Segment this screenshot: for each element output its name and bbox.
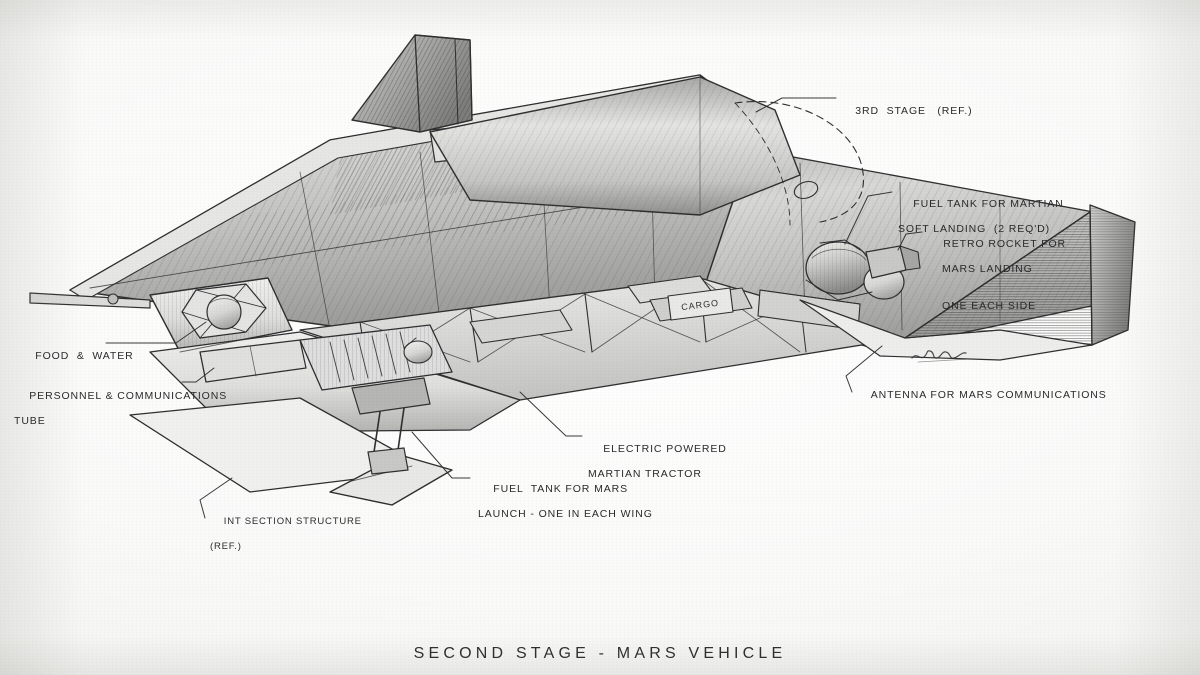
callout-leader-lines	[105, 97, 923, 519]
personnel-communications-tube	[199, 339, 307, 383]
artist-signature	[911, 350, 971, 363]
callout-antenna-line1: ANTENNA FOR MARS COMMUNICATIONS	[870, 388, 1107, 401]
callout-personnel-tube: PERSONNEL & COMMUNICATIONS TUBE	[14, 377, 227, 452]
callout-personnel-tube-line1: PERSONNEL & COMMUNICATIONS	[29, 389, 228, 402]
callout-retro-rocket-line3: ONE EACH SIDE	[942, 300, 1036, 312]
callout-personnel-tube-line2: TUBE	[14, 414, 46, 427]
port-wing-fuel-tank	[403, 337, 433, 364]
callout-int-section-line1: INT SECTION STRUCTURE	[223, 515, 362, 527]
callout-antenna: ANTENNA FOR MARS COMMUNICATIONS	[856, 376, 1107, 414]
callout-martian-tractor-line2: MARTIAN TRACTOR	[588, 467, 702, 480]
callout-fuel-tank-launch-line2: LAUNCH - ONE IN EACH WING	[478, 507, 653, 520]
callout-fuel-tank-launch: FUEL TANK FOR MARS LAUNCH - ONE IN EACH …	[478, 470, 653, 545]
third-stage-reference-dome	[734, 101, 865, 226]
cargo-placard: CARGO	[667, 287, 734, 321]
callout-third-stage: 3RD STAGE (REF.)	[840, 92, 973, 130]
callout-fuel-tank-soft-landing-line1: FUEL TANK FOR MARTIAN	[913, 197, 1064, 210]
martian-soft-landing-fuel-tanks	[805, 239, 905, 301]
callout-retro-rocket-line2: MARS LANDING	[942, 262, 1033, 275]
svg-text:CARGO: CARGO	[681, 298, 720, 313]
callout-fuel-tank-soft-landing: FUEL TANK FOR MARTIAN SOFT LANDING (2 RE…	[898, 185, 1064, 260]
callout-retro-rocket: RETRO ROCKET FOR MARS LANDING ONE EACH S…	[928, 225, 1066, 338]
nose-probe-boom	[29, 292, 151, 309]
callout-fuel-tank-launch-line1: FUEL TANK FOR MARS	[493, 482, 629, 495]
upper-fuselage-spine	[429, 76, 801, 216]
retro-rocket-assembly	[865, 245, 921, 279]
callout-martian-tractor-line1: ELECTRIC POWERED	[603, 442, 727, 455]
callout-fuel-tank-soft-landing-line2: SOFT LANDING (2 REQ'D)	[898, 222, 1051, 235]
callout-food-water-line1: FOOD & WATER	[35, 349, 134, 362]
aft-body-fairing	[799, 299, 1093, 361]
callout-third-stage-line1: 3RD STAGE (REF.)	[855, 104, 973, 117]
callout-int-section: INT SECTION STRUCTURE (REF.)	[210, 503, 362, 578]
landing-ski-skid	[329, 447, 453, 506]
drawing-title: SECOND STAGE - MARS VEHICLE	[413, 645, 787, 662]
callout-int-section-line2: (REF.)	[210, 540, 242, 552]
callout-martian-tractor: ELECTRIC POWERED MARTIAN TRACTOR	[588, 430, 727, 505]
callout-retro-rocket-line1: RETRO ROCKET FOR	[943, 237, 1066, 250]
callout-food-water: FOOD & WATER	[20, 337, 134, 375]
